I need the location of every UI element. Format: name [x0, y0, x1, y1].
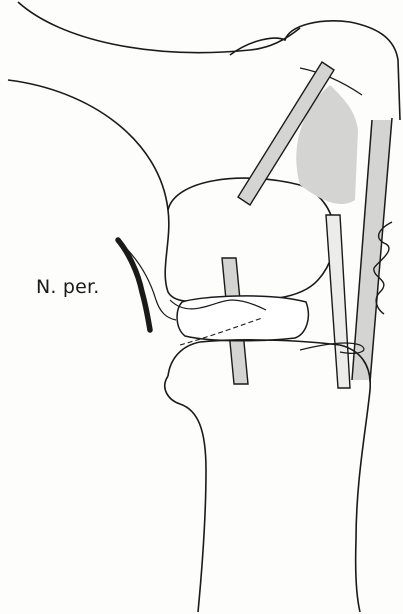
nerve-label: N. per.: [36, 276, 100, 298]
femur-upper-contour: [18, 2, 300, 53]
posterior-rod: [326, 215, 350, 388]
peroneal-nerve: [118, 240, 150, 330]
ligament-band-shade: [352, 120, 392, 380]
femoral-condyle-outline: [8, 80, 220, 301]
tibia-front: [165, 376, 206, 612]
meniscus: [177, 296, 308, 341]
